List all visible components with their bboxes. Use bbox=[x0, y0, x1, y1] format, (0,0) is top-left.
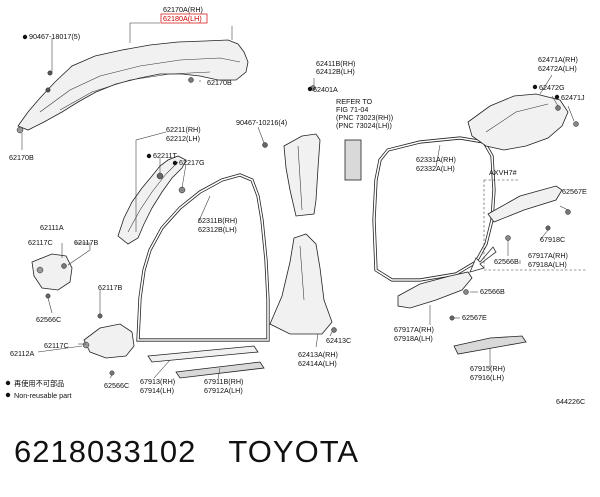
label-67913: 67913(RH) bbox=[140, 377, 175, 386]
cowl-side-trim-part bbox=[31, 253, 73, 299]
label-62111A: 62111A bbox=[40, 223, 64, 232]
rear-scuff-plate-axvh7-part bbox=[487, 185, 571, 241]
label-refer-3: (PNC 73023(RH)) bbox=[336, 113, 393, 122]
front-door-opening-trim-part bbox=[136, 173, 270, 342]
label-axvh7: AXVH7# bbox=[489, 168, 517, 177]
label-62411B: 62411B(RH) bbox=[316, 59, 355, 68]
label-62413A: 62413A(RH) bbox=[298, 350, 338, 359]
label-62472G: 62472G bbox=[539, 83, 565, 92]
legend-non-reusable-en: Non-reusable part bbox=[14, 391, 72, 400]
label-refer-2: FIG 71-04 bbox=[336, 105, 368, 114]
label-refer-4: (PNC 73024(LH)) bbox=[336, 121, 392, 130]
label-62211T: 62211T bbox=[153, 151, 177, 160]
label-62567E-upper: 62567E bbox=[562, 187, 587, 196]
label-62180A: 62180A(LH) bbox=[163, 14, 202, 23]
label-67911B: 67911B(RH) bbox=[204, 377, 243, 386]
label-62471J: 62471J bbox=[561, 93, 585, 102]
label-90467-10216: 90467-10216(4) bbox=[236, 118, 287, 127]
center-pillar-lower-garnish-part bbox=[269, 233, 337, 335]
label-67918A-upper: 67918A(LH) bbox=[528, 260, 567, 269]
label-62566B-upper: 62566B bbox=[494, 257, 519, 266]
brand-name: TOYOTA bbox=[228, 434, 360, 469]
label-62566C-left: 62566C bbox=[36, 315, 61, 324]
diagram-code: 644226C bbox=[556, 397, 585, 406]
label-62117C-lower: 62117C bbox=[44, 341, 69, 350]
label-62217G: 62217G bbox=[179, 158, 205, 167]
label-62472A: 62472A(LH) bbox=[538, 64, 577, 73]
label-67917A-lower: 67917A(RH) bbox=[394, 325, 434, 334]
label-62311B: 62311B(RH) bbox=[198, 216, 237, 225]
label-62413C: 62413C bbox=[326, 336, 351, 345]
label-62117B-upper: 62117B bbox=[74, 238, 98, 247]
label-67917A-upper: 67917A(RH) bbox=[528, 251, 568, 260]
label-62566B-lower: 62566B bbox=[480, 287, 505, 296]
label-67916: 67916(LH) bbox=[470, 373, 504, 382]
lower-cowl-trim-part bbox=[82, 313, 135, 376]
callout-labels: 62170A(RH) 62180A(LH) 90467-18017(5) 621… bbox=[9, 5, 587, 406]
leader-lines bbox=[21, 22, 575, 380]
label-62412B: 62412B(LH) bbox=[316, 67, 355, 76]
label-62471A: 62471A(RH) bbox=[538, 55, 578, 64]
label-67918C: 67918C bbox=[540, 235, 565, 244]
part-number: 6218033102 bbox=[14, 434, 197, 469]
label-67912A: 67912A(LH) bbox=[204, 386, 243, 395]
label-62170B-left: 62170B bbox=[9, 153, 34, 162]
label-62332A: 62332A(LH) bbox=[416, 164, 455, 173]
legend-non-reusable-cn: 再使用不可部品 bbox=[14, 379, 64, 388]
label-67918A-lower: 67918A(LH) bbox=[394, 334, 433, 343]
label-67915: 67915(RH) bbox=[470, 364, 505, 373]
label-62331A: 62331A(RH) bbox=[416, 155, 456, 164]
parts-diagram: 62170A(RH) 62180A(LH) 90467-18017(5) 621… bbox=[5, 5, 587, 406]
label-62112A: 62112A bbox=[10, 349, 34, 358]
label-62117C-upper: 62117C bbox=[28, 238, 53, 247]
label-62566C-lower: 62566C bbox=[104, 381, 129, 390]
rear-pillar-garnish-part bbox=[467, 93, 579, 151]
view-direction-arrow bbox=[469, 246, 497, 273]
label-62170A: 62170A(RH) bbox=[163, 5, 203, 14]
label-90467-18017: 90467-18017(5) bbox=[29, 32, 80, 41]
rear-door-scuff-plate-part bbox=[453, 335, 527, 355]
label-62117B-lower: 62117B bbox=[98, 283, 122, 292]
rear-scuff-plate-part bbox=[397, 271, 473, 321]
label-67914: 67914(LH) bbox=[140, 386, 174, 395]
label-62211: 62211(RH) bbox=[166, 125, 201, 134]
label-62212: 62212(LH) bbox=[166, 134, 200, 143]
front-pillar-garnish-part bbox=[117, 155, 187, 245]
center-pillar-upper-garnish-part bbox=[262, 85, 362, 217]
label-62401A: 62401A bbox=[313, 85, 338, 94]
label-refer-1: REFER TO bbox=[336, 97, 372, 106]
non-reusable-markers bbox=[5, 34, 560, 398]
footer-caption: 6218033102 TOYOTA bbox=[14, 434, 359, 470]
rear-door-opening-trim-part bbox=[372, 136, 496, 282]
label-62312B: 62312B(LH) bbox=[198, 225, 237, 234]
label-62170B-right: 62170B bbox=[207, 78, 232, 87]
label-62567E-lower: 62567E bbox=[462, 313, 487, 322]
front-scuff-plate-part bbox=[147, 345, 265, 379]
label-62414A: 62414A(LH) bbox=[298, 359, 337, 368]
highlight-62180A bbox=[160, 13, 208, 24]
roof-side-garnish-part bbox=[16, 39, 249, 134]
